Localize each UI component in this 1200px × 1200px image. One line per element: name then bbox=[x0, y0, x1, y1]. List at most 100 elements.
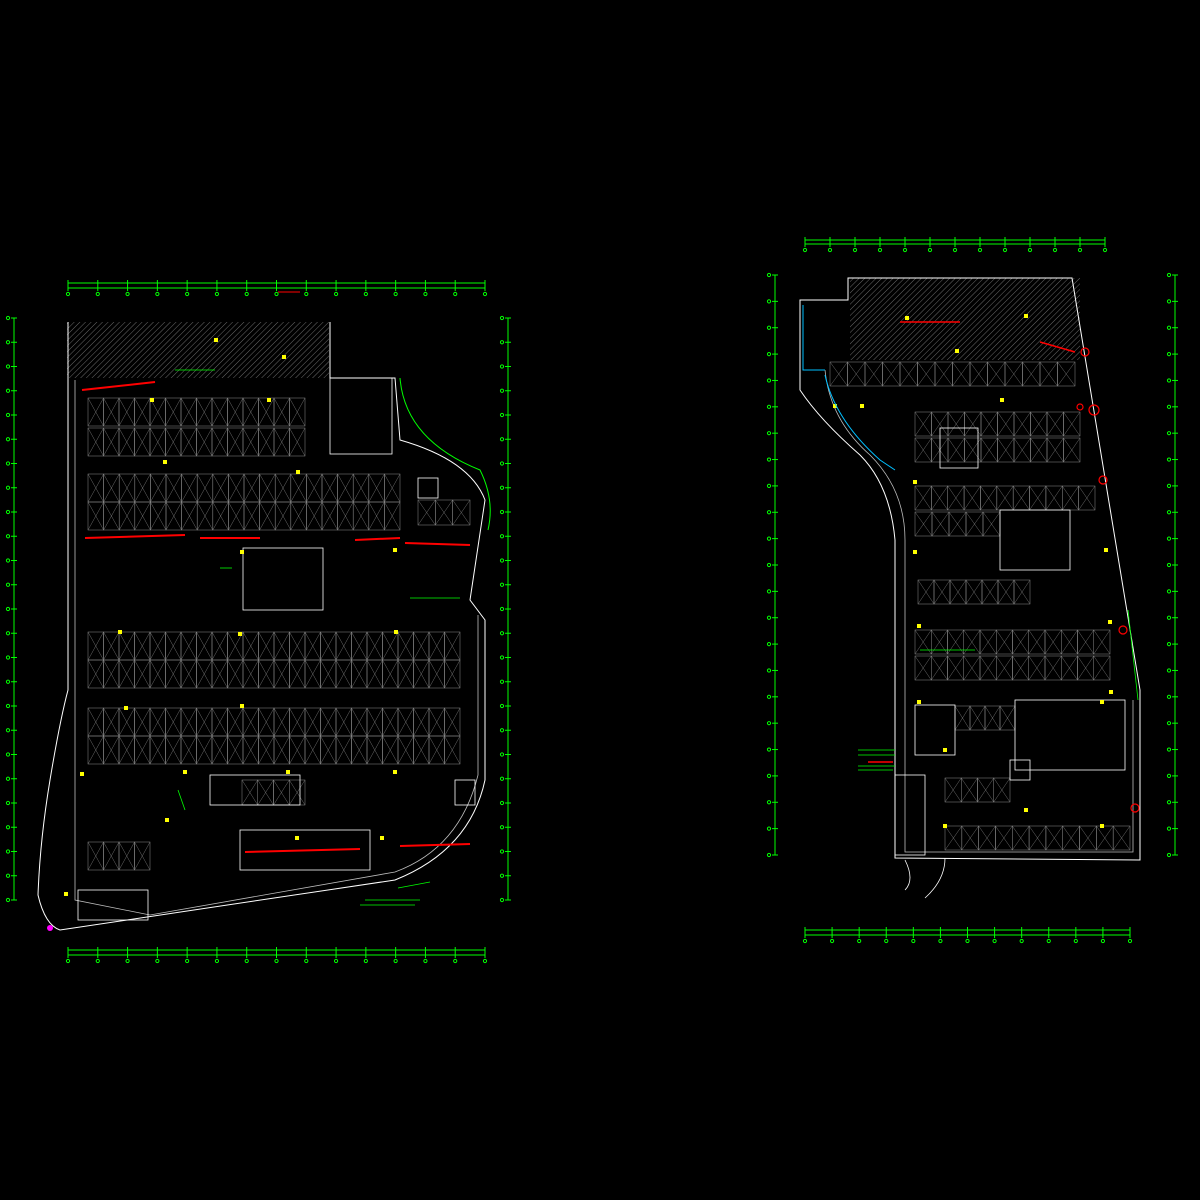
equipment-marker bbox=[917, 700, 921, 704]
grid-axis-bubble bbox=[214, 291, 220, 297]
equipment-marker bbox=[118, 630, 122, 634]
bay-diagonal bbox=[1062, 485, 1079, 511]
bay-diagonal bbox=[103, 631, 120, 661]
bay-diagonal bbox=[227, 631, 244, 661]
bay-diagonal bbox=[273, 735, 290, 765]
grid-axis-bubble bbox=[499, 752, 505, 757]
bay-diagonal bbox=[118, 735, 135, 765]
grid-axis-bubble bbox=[499, 825, 505, 830]
bay-diagonal bbox=[1077, 655, 1094, 681]
right-plan-inner-wall bbox=[824, 369, 1134, 853]
bay-diagonal bbox=[134, 735, 151, 765]
grid-axis-bubble bbox=[5, 825, 11, 830]
grid-axis-bubble bbox=[499, 728, 505, 733]
bay-diagonal bbox=[196, 707, 213, 737]
bay-diagonal bbox=[353, 473, 369, 503]
bay-diagonal bbox=[382, 707, 399, 737]
left-plan-equipment-markers bbox=[64, 338, 398, 896]
bay-diagonal bbox=[384, 473, 401, 503]
bay-diagonal bbox=[435, 499, 453, 526]
bay-diagonal bbox=[227, 427, 244, 457]
bay-diagonal bbox=[931, 485, 948, 511]
bay-diagonal bbox=[149, 631, 166, 661]
grid-axis-bubble bbox=[125, 291, 130, 297]
bay-diagonal bbox=[320, 631, 337, 661]
grid-axis-bubble bbox=[499, 776, 505, 781]
grid-axis-bubble bbox=[363, 291, 368, 297]
bay-diagonal bbox=[165, 735, 182, 765]
bay-diagonal bbox=[275, 473, 291, 503]
grid-axis-bubble bbox=[499, 558, 505, 563]
bay-diagonal bbox=[119, 473, 135, 503]
bay-diagonal bbox=[368, 501, 385, 531]
left-plan-fire-lines bbox=[81, 291, 471, 853]
grid-axis-bubble bbox=[827, 247, 833, 253]
grid-axis-bubble bbox=[5, 558, 11, 563]
grid-axis-bubble bbox=[1166, 510, 1172, 515]
grid-axis-bubble bbox=[852, 247, 858, 253]
grid-axis-bubble bbox=[5, 849, 11, 854]
right-plan-equipment-markers bbox=[833, 314, 1113, 828]
bay-diagonal bbox=[413, 659, 430, 689]
bay-diagonal bbox=[258, 427, 275, 457]
bay-diagonal bbox=[366, 735, 383, 765]
grid-axis-bubble bbox=[499, 534, 505, 539]
right-plan-red-circles bbox=[1076, 347, 1140, 813]
equipment-marker bbox=[905, 316, 909, 320]
bay-diagonal bbox=[444, 707, 461, 737]
grid-axis-bubble bbox=[274, 291, 279, 297]
grid-axis-bubble bbox=[125, 958, 130, 964]
bay-diagonal bbox=[103, 735, 120, 765]
equipment-marker bbox=[393, 770, 397, 774]
grid-axis-bubble bbox=[499, 582, 505, 587]
grid-axis-bubble bbox=[244, 291, 249, 297]
bay-diagonal bbox=[103, 707, 120, 737]
grid-axis-bubble bbox=[1166, 826, 1172, 831]
bay-diagonal bbox=[335, 707, 352, 737]
equipment-marker bbox=[943, 824, 947, 828]
bay-diagonal bbox=[118, 841, 135, 871]
parking-bay bbox=[1057, 361, 1076, 387]
bay-diagonal bbox=[987, 361, 1006, 387]
bay-diagonal bbox=[917, 579, 935, 605]
grid-axis-bubble bbox=[244, 958, 249, 964]
grid-axis-bubble bbox=[1166, 431, 1172, 436]
bay-diagonal bbox=[118, 631, 135, 661]
bay-diagonal bbox=[1012, 825, 1030, 851]
grid-axis-bubble bbox=[499, 897, 505, 903]
bay-diagonal bbox=[428, 631, 445, 661]
grid-axis-bubble bbox=[1166, 299, 1172, 304]
bay-diagonal bbox=[1077, 629, 1094, 655]
equipment-marker bbox=[214, 338, 218, 342]
grid-axis-bubble bbox=[1077, 247, 1083, 253]
bay-diagonal bbox=[1078, 485, 1096, 511]
bay-diagonal bbox=[931, 411, 949, 437]
bay-diagonal bbox=[320, 659, 337, 689]
grid-axis-bubble bbox=[5, 388, 11, 393]
bay-diagonal bbox=[829, 361, 848, 387]
parking-bay bbox=[1063, 411, 1081, 437]
bay-diagonal bbox=[382, 631, 399, 661]
bay-diagonal bbox=[289, 659, 306, 689]
basement-plan-right bbox=[766, 237, 1178, 944]
bay-diagonal bbox=[257, 779, 274, 806]
bay-diagonal bbox=[289, 631, 306, 661]
bay-diagonal bbox=[134, 397, 151, 427]
bay-diagonal bbox=[211, 707, 228, 737]
bay-diagonal bbox=[273, 631, 290, 661]
grid-axis-bubble bbox=[5, 606, 11, 612]
grid-axis-bubble bbox=[1166, 325, 1172, 330]
equipment-marker bbox=[240, 550, 244, 554]
grid-axis-bubble bbox=[802, 247, 808, 253]
equipment-marker bbox=[165, 818, 169, 822]
equipment-marker bbox=[943, 748, 947, 752]
grid-axis-bubble bbox=[1166, 773, 1172, 779]
bay-diagonal bbox=[289, 735, 306, 765]
bay-diagonal bbox=[87, 397, 104, 427]
parking-bay bbox=[1078, 485, 1096, 511]
bay-diagonal bbox=[165, 659, 182, 689]
bay-diagonal bbox=[949, 579, 967, 605]
grid-axis-bubble bbox=[393, 291, 398, 297]
grid-axis-bubble bbox=[802, 938, 808, 944]
